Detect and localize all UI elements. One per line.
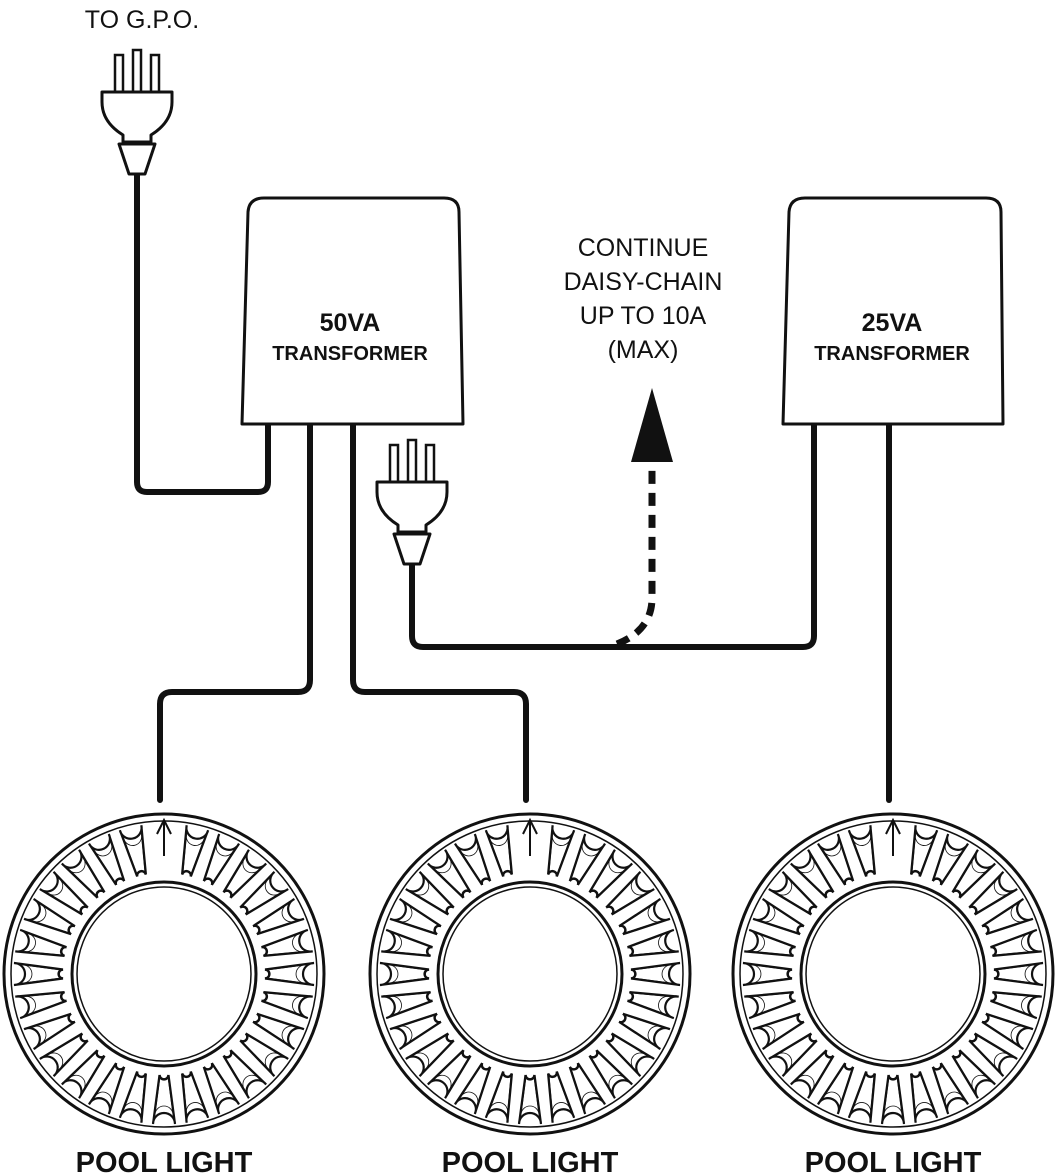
plug-icon — [102, 50, 172, 182]
daisy-chain-dashed-line — [615, 462, 656, 648]
continue-label-line-4: (MAX) — [608, 336, 679, 364]
wire-gpo-to-50va — [134, 177, 271, 495]
pool-light-icon — [2, 812, 326, 1136]
continue-label-line-2: DAISY-CHAIN — [564, 268, 723, 296]
transformer-25va-rating: 25VA — [862, 309, 923, 337]
wire-plug-to-25va — [409, 422, 817, 650]
transformer-50va — [240, 196, 465, 426]
transformer-50va-name: TRANSFORMER — [272, 343, 428, 365]
pool-light-icon — [731, 812, 1055, 1136]
continue-label-line-3: UP TO 10A — [580, 302, 707, 330]
plug-icon — [377, 440, 447, 572]
transformer-25va — [781, 196, 1005, 426]
pool-light-1-label: POOL LIGHT — [76, 1147, 253, 1175]
wire-50va-to-light-2 — [350, 422, 529, 803]
wire-50va-to-light-1 — [157, 422, 313, 803]
gpo-label: TO G.P.O. — [85, 6, 199, 34]
arrow-up-icon — [631, 388, 673, 462]
pool-light-icon — [368, 812, 692, 1136]
pool-light-2-label: POOL LIGHT — [442, 1147, 619, 1175]
transformer-50va-rating: 50VA — [320, 309, 381, 337]
transformer-25va-name: TRANSFORMER — [814, 343, 970, 365]
continue-label-line-1: CONTINUE — [578, 234, 709, 262]
pool-light-3-label: POOL LIGHT — [805, 1147, 982, 1175]
